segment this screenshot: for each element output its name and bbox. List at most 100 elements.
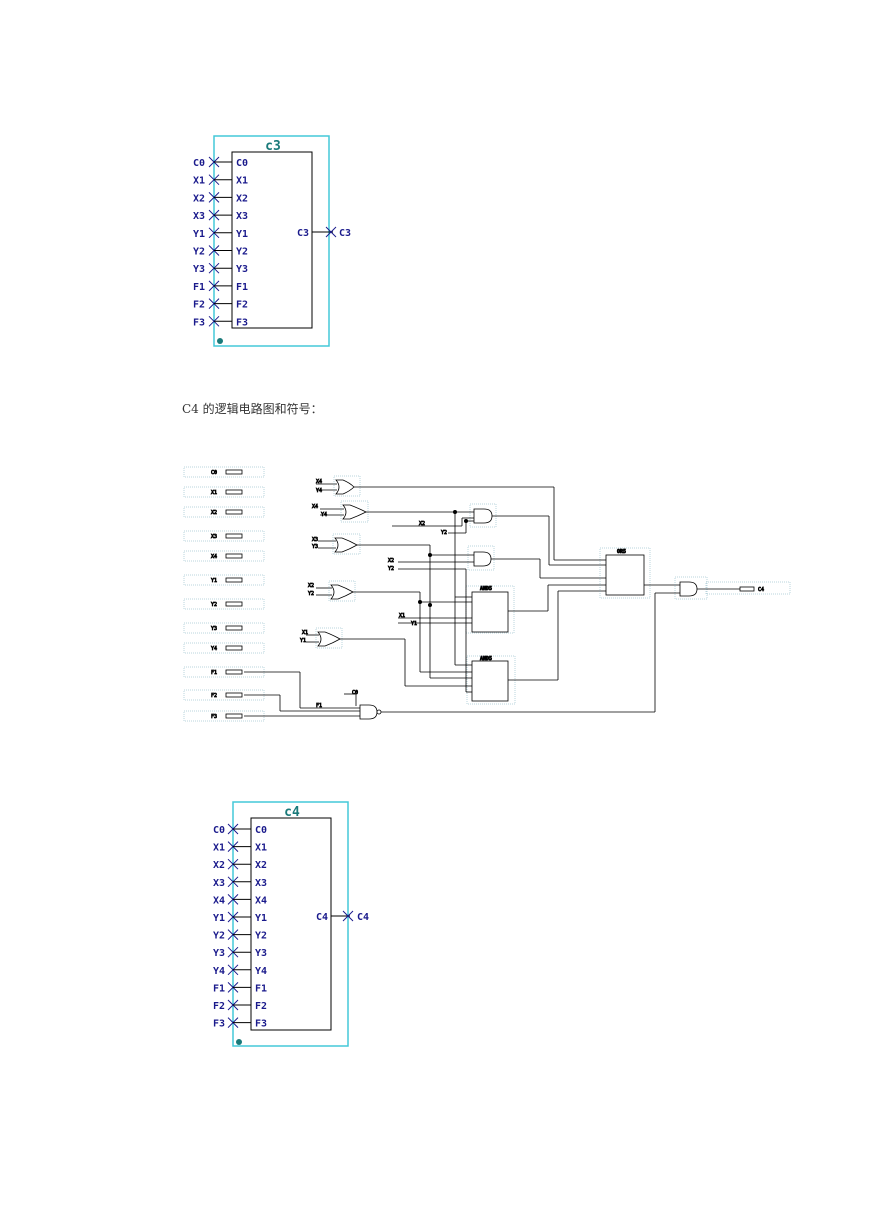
or5-block [553,487,680,599]
c3-pin-outer-0: C0 [193,158,205,169]
c3-pin-inner-2: X2 [236,193,248,204]
c3-pin-inner-9: F3 [236,317,248,328]
and2b-x: X2 [388,558,394,564]
or5-b: Y1 [300,638,306,644]
input-label-4: X4 [211,554,217,560]
c4-pin-outer-1: X1 [213,843,225,854]
c3-output-inner-label: C3 [297,228,309,239]
c4-pin-inner-4: X4 [255,895,267,906]
input-buffer-9 [225,669,243,675]
c4-pin-outer-2: X2 [213,860,225,871]
nand-gate [244,671,655,720]
nand-c: C0 [352,690,358,696]
c3-symbol-body [231,151,313,329]
input-buffer-6 [225,601,243,607]
or4-a: X2 [308,583,314,589]
c3-pin-inner-3: X3 [236,211,248,222]
and5-block-a [398,512,606,634]
input-label-11: F3 [211,714,217,720]
and5-block-b [404,569,606,705]
and5a-y: Y1 [411,621,417,627]
input-label-2: X2 [211,510,217,516]
c4-pin-inner-11: F3 [255,1019,267,1030]
c3-pin-outer-1: X1 [193,176,205,187]
c4-pin-inner-7: Y3 [255,948,267,959]
c3-pin-inner-1: X1 [236,176,248,187]
c4-pin-outer-6: Y2 [213,931,225,942]
input-buffer-3 [225,533,243,539]
input-buffer-frame-1 [183,486,265,498]
or2-a: X4 [312,504,318,510]
schematic-output-label: C4 [758,587,764,593]
input-label-7: Y3 [211,626,217,632]
or-gate-2 [320,500,455,523]
c3-pin-inner-4: Y1 [236,229,248,240]
c3-corner-marker-icon [217,338,223,344]
input-buffer-2 [225,509,243,515]
c4-symbol-body [250,817,332,1031]
c3-pin-outer-8: F2 [193,300,205,311]
c4-pin-inner-3: X3 [255,878,267,889]
c4-output-inner-label: C4 [316,912,328,923]
c4-pin-inner-0: C0 [255,825,267,836]
c3-pin-outer-4: Y1 [193,229,205,240]
c4-symbol-frame [232,801,349,1047]
or5-a: X1 [302,630,308,636]
or1-a: X4 [316,479,322,485]
or2-b: Y4 [321,512,327,518]
input-label-0: C0 [211,470,217,476]
and2b-y: Y2 [388,566,394,572]
c4-corner-marker-icon [236,1039,242,1045]
input-buffer-5 [225,577,243,583]
c3-pin-inner-8: F2 [236,300,248,311]
input-buffer-7 [225,625,243,631]
input-label-8: Y4 [211,646,217,652]
input-buffer-frame-7 [183,622,265,634]
c3-pin-outer-6: Y3 [193,264,205,275]
c3-pin-inner-5: Y2 [236,247,248,258]
input-buffer-frame-6 [183,598,265,610]
nand-f: F1 [316,703,322,709]
input-buffer-frame-4 [183,550,265,562]
c4-symbol-title: c4 [284,805,300,820]
c4-pin-inner-2: X2 [255,860,267,871]
or-gate-4 [316,580,420,602]
c3-pin-inner-0: C0 [236,158,248,169]
c3-pin-inner-7: F1 [236,282,248,293]
or5-name: OR5 [617,549,626,555]
c4-pin-outer-10: F2 [213,1001,225,1012]
c4-caption: C4 的逻辑电路图和符号： [182,402,323,416]
or3-a: X3 [312,537,318,543]
c4-pin-outer-7: Y3 [213,948,225,959]
input-buffer-frame-8 [183,642,265,654]
c3-pin-outer-7: F1 [193,282,205,293]
c4-pin-outer-11: F3 [213,1019,225,1030]
input-label-9: F1 [211,670,217,676]
c4-pin-inner-10: F2 [255,1001,267,1012]
or-gate-5 [306,627,405,649]
c3-symbol-frame [213,135,330,347]
c4-pin-outer-5: Y1 [213,913,225,924]
and3-x: X2 [419,521,425,527]
c4-pin-inner-8: Y4 [255,966,267,977]
input-buffer-10 [225,692,243,698]
final-and-gate [654,576,791,712]
input-buffer-frame-5 [183,574,265,586]
c4-pin-inner-9: F1 [255,983,267,994]
and5a-x: X1 [399,613,405,619]
c3-output-cross-icon [325,226,337,238]
c4-output-label: C4 [357,912,369,923]
input-label-5: Y1 [211,578,217,584]
c4-output-cross-icon [342,910,354,922]
c3-symbol-title: c3 [265,139,281,154]
c3-pin-inner-6: Y3 [236,264,248,275]
c4-pin-outer-3: X3 [213,878,225,889]
c4-pin-outer-4: X4 [213,895,225,906]
input-label-3: X3 [211,534,217,540]
input-label-1: X1 [211,490,217,496]
